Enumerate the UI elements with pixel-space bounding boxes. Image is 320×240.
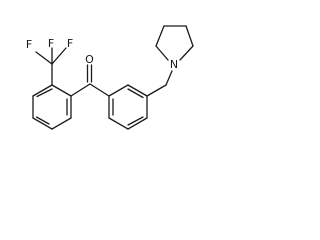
left-ring-bond-5 [32,84,53,97]
left-ring-bond-2 [51,117,72,130]
fluorine-label-2: F [48,37,54,50]
methylene-linker [146,70,173,97]
ring-to-ch2-bond [146,84,167,97]
right-ring-bond-5 [108,117,129,130]
cf3-to-f1-bond [35,51,53,65]
chemical-structure: O F F F [26,25,194,130]
left-ring-bond-3 [32,117,53,130]
pyrrolidine-bond-right [185,25,194,47]
fluorine-label-1: F [26,38,32,51]
right-ring-bond-4 [127,117,148,130]
fluorine-label-3: F [67,37,73,50]
pyrrolidine-bond-left [155,25,165,47]
pyrrolidine-ring [155,25,194,61]
carbonyl-group [70,64,110,97]
left-ring-inner-bond-2 [35,116,50,125]
ch2-to-nitrogen-bond [165,70,173,86]
nitrogen-label: N [170,58,178,71]
carbonyl-to-left-ring-bond [70,83,91,97]
right-ring-inner-bond-1 [127,88,144,99]
pyrrolidine-bond-n-left [155,45,169,61]
right-benzene-ring [108,84,148,130]
right-ring-bond-2 [127,84,148,97]
left-ring-inner-bond-3 [36,88,53,98]
oxygen-label: O [85,53,94,66]
pyrrolidine-bond-n-right [179,45,194,61]
right-ring-bond-1 [108,84,129,97]
left-benzene-ring [32,84,72,130]
carbonyl-to-right-ring-bond [89,83,110,97]
right-ring-inner-bond-2 [127,116,144,126]
left-ring-bond-6 [51,84,72,97]
cf3-to-f3-bond [51,47,67,65]
trifluoromethyl-group [35,47,67,86]
